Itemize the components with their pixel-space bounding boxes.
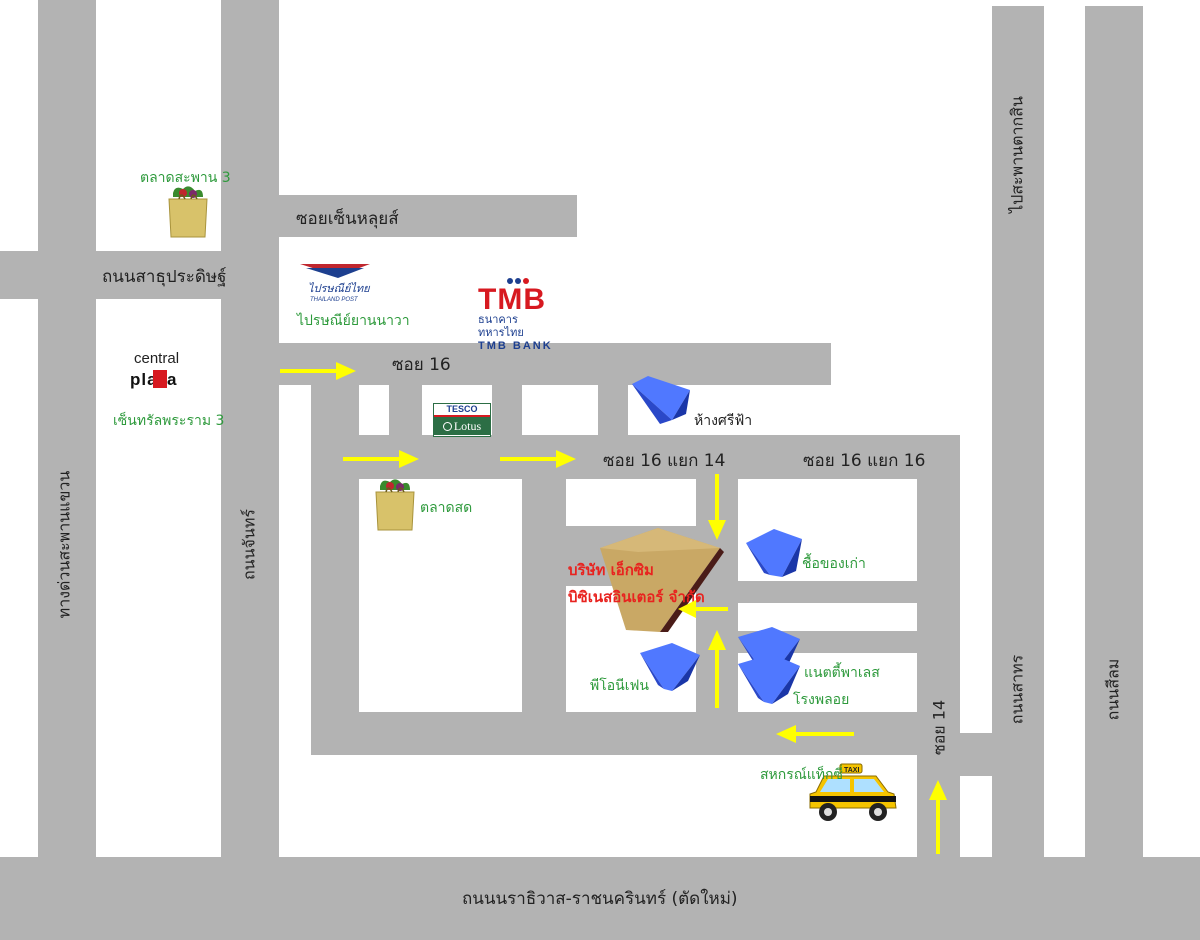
- tmb-logo: TMB ธนาคารทหารไทย TMB BANK: [478, 276, 562, 353]
- road-expressway-vertical: [38, 0, 96, 870]
- road-soi16-sep2: [492, 385, 522, 435]
- label-taksin-bridge: ไปสะพานตากสิน: [1007, 96, 1027, 213]
- road-silom-vertical: [1085, 6, 1143, 870]
- road-inner-horizontal-1: [738, 581, 918, 603]
- road-sathu-pradit: [0, 251, 279, 299]
- lotus-banner: Lotus: [434, 417, 490, 435]
- road-chan-vertical: [221, 0, 279, 870]
- label-rama4: ถนนนราธิวาส-ราชนครินทร์ (ตัดใหม่): [462, 889, 738, 909]
- label-rongplai: โรงพลอย: [793, 692, 850, 708]
- market-bag-icon: [168, 186, 208, 238]
- road-soi14-connector: [960, 733, 992, 776]
- label-srifa: ห้างศรีฟ้า: [694, 413, 753, 429]
- road-soi16: [279, 343, 831, 385]
- label-soi-senlut: ซอยเซ็นหลุยส์: [296, 209, 399, 229]
- label-central: เซ็นทรัลพระราม 3: [113, 413, 225, 429]
- label-chan-road: ถนนจันทร์: [239, 509, 259, 581]
- label-sathorn: ถนนสาทร: [1007, 654, 1027, 725]
- arrow-up-icon: [708, 630, 726, 708]
- road-rama4-horizontal: [0, 857, 1200, 940]
- tmb-dots-icon: [507, 278, 529, 284]
- thailand-post-logo-icon: ไปรษณีย์ไทย THAILAND POST: [300, 264, 371, 303]
- taxi-roof-sign: TAXI: [844, 767, 859, 774]
- thailand-post-th-text: ไปรษณีย์ไทย: [308, 282, 371, 295]
- arrow-down-icon: [708, 474, 726, 540]
- label-company-line1: บริษัท เอ็กซิม: [568, 561, 654, 579]
- lotus-flower-icon: [442, 421, 452, 431]
- central-plaza-logo: plaza: [130, 370, 178, 390]
- tesco-wordmark: TESCO: [434, 404, 490, 417]
- thailand-post-en-text: THAILAND POST: [310, 297, 359, 303]
- landmark-antique-icon: [746, 529, 802, 577]
- lotus-wordmark: Lotus: [453, 418, 482, 433]
- label-silom: ถนนสีลม: [1103, 658, 1123, 721]
- market-bag-icon: [375, 479, 415, 531]
- arrow-right-icon: [280, 362, 356, 380]
- taxi-icon: TAXI: [809, 763, 897, 821]
- label-taxi-coop: สหกรณ์แท็กซี่: [760, 767, 843, 783]
- central-logo-top: central: [134, 350, 180, 367]
- arrow-up-icon: [929, 780, 947, 854]
- road-soi16-sep3: [598, 385, 628, 435]
- label-post-office: ไปรษณีย์ยานนาวา: [297, 313, 410, 329]
- arrow-right-icon: [343, 450, 419, 468]
- tmb-thai-name: ธนาคารทหารไทย: [478, 314, 524, 339]
- label-soi16-14: ซอย 16 แยก 14: [603, 451, 726, 471]
- landmark-srifa-icon: [632, 376, 690, 424]
- central-plaza-z-icon: [153, 370, 167, 388]
- tesco-lotus-logo: TESCO Lotus: [433, 403, 491, 437]
- label-antique: ชื้อของเก่า: [802, 556, 866, 572]
- company-building-icon: [600, 528, 724, 632]
- arrow-left-icon: [776, 725, 854, 743]
- road-soi-senlut: [279, 195, 577, 237]
- label-sathu-pradit: ถนนสาธุประดิษฐ์: [102, 267, 227, 287]
- landmark-pfone-icon: [640, 643, 700, 691]
- label-fresh-market: ตลาดสด: [420, 500, 473, 516]
- label-nattee: แนตตี้พาเลส: [804, 665, 880, 681]
- label-market-saphan3: ตลาดสะพาน 3: [140, 170, 231, 186]
- tmb-bank-name: TMB BANK: [478, 340, 553, 352]
- label-company-line2: บิซิเนสอินเตอร์ จำกัด: [568, 588, 705, 606]
- arrow-left-icon: [678, 600, 728, 618]
- landmark-rongplai-icon: [738, 654, 800, 704]
- road-sathorn-vertical: [992, 6, 1044, 870]
- road-soi16-14-horizontal: [311, 435, 960, 479]
- road-center-vertical: [522, 479, 566, 755]
- road-soi16-sep1: [389, 385, 422, 435]
- label-soi16: ซอย 16: [392, 355, 451, 375]
- label-pfone: พีโอนีเฟน: [590, 678, 649, 694]
- label-soi14: ซอย 14: [929, 699, 949, 756]
- tmb-wordmark: TMB: [478, 283, 546, 316]
- label-expressway: ทางด่วนสะพานแขวน: [54, 470, 74, 619]
- label-soi16-16: ซอย 16 แยก 16: [803, 451, 926, 471]
- arrow-right-icon: [500, 450, 576, 468]
